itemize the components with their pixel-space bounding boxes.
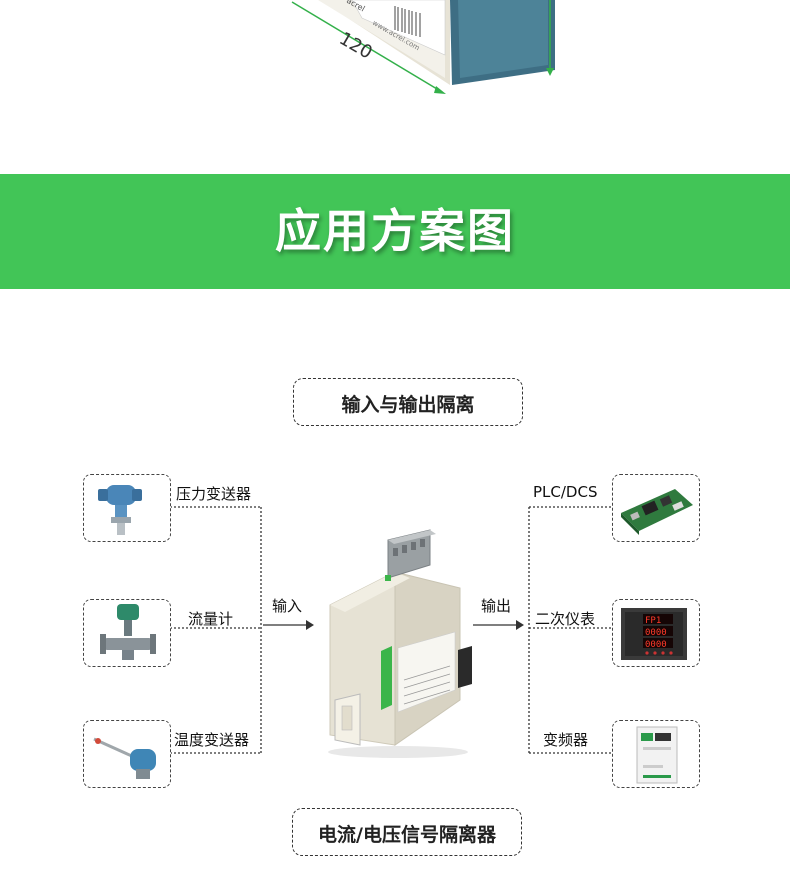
- meter-readout-1: FP1: [645, 616, 661, 626]
- plc-dcs-box: [612, 474, 700, 542]
- flowmeter-icon: [100, 604, 156, 660]
- signal-isolator-icon: [328, 529, 472, 758]
- pressure-transmitter-box: [83, 474, 171, 542]
- panel-meter-box: FP1 0000 0000: [612, 599, 700, 667]
- temperature-transmitter-box: [83, 720, 171, 788]
- output-label-plc: PLC/DCS: [533, 483, 598, 501]
- input-arrow-label: 输入: [272, 597, 303, 615]
- pressure-transmitter-icon: [98, 485, 142, 535]
- output-arrow-label: 输出: [481, 597, 512, 615]
- output-label-meter: 二次仪表: [535, 610, 596, 628]
- product-top-illustration: 120 acrel www.acrel.com: [291, 0, 555, 94]
- output-label-inverter: 变频器: [543, 731, 589, 749]
- flowmeter-box: [83, 599, 171, 667]
- bottom-title: 电流/电压信号隔离器: [318, 824, 496, 846]
- input-label-flow: 流量计: [188, 610, 234, 628]
- frequency-inverter-icon: [636, 726, 678, 784]
- section-banner: 应用方案图: [0, 174, 790, 289]
- temperature-transmitter-icon: [93, 737, 156, 779]
- meter-readout-3: 0000: [645, 640, 667, 650]
- top-title-box: [293, 378, 523, 426]
- input-label-pressure: 压力变送器: [176, 485, 252, 503]
- frequency-inverter-box: [612, 720, 700, 788]
- meter-readout-2: 0000: [645, 628, 667, 638]
- panel-meter-icon: FP1 0000 0000: [621, 608, 687, 660]
- circuit-board-icon: [621, 489, 693, 535]
- input-label-temperature: 温度变送器: [174, 731, 250, 749]
- barcode-icon: [394, 6, 421, 37]
- top-title: 输入与输出隔离: [341, 394, 475, 416]
- bottom-title-box: [292, 808, 522, 856]
- banner-title: 应用方案图: [275, 204, 515, 258]
